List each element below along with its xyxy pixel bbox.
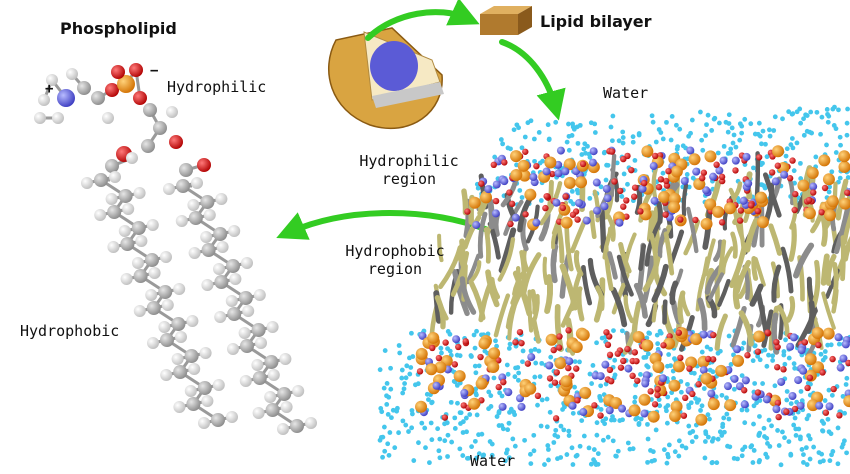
arrow-cell-to-box: [365, 0, 480, 41]
lipid-bilayer-box: [480, 6, 532, 35]
hydrophobic-label: Hydrophobic: [20, 322, 120, 340]
phospholipid-molecule: [34, 63, 317, 435]
hydrophilic-region-line2: region: [381, 170, 437, 188]
phospholipid-title: Phospholipid: [60, 19, 177, 38]
membrane-bilayer-model: [377, 104, 850, 468]
water-bottom-label: Water: [470, 452, 516, 470]
hydrophobic-region-label: Hydrophobic region: [340, 242, 450, 278]
arrow-box-to-bilayer: [499, 39, 566, 121]
hydrophilic-label: Hydrophilic: [167, 78, 267, 96]
cell-cutaway: [328, 27, 444, 130]
arrows: [276, 0, 566, 240]
hydrophobic-region-line1: Hydrophobic: [345, 242, 445, 260]
minus-charge-sign: −: [150, 63, 159, 79]
lipid-bilayer-title: Lipid bilayer: [540, 12, 652, 31]
water-top-label: Water: [603, 84, 649, 102]
hydrophilic-region-line1: Hydrophilic: [359, 152, 459, 170]
hydrophobic-region-line2: region: [367, 260, 423, 278]
hydrophilic-region-label: Hydrophilic region: [354, 152, 464, 188]
plus-charge-sign: +: [45, 81, 54, 97]
arrow-bilayer-to-phospholipid: [276, 210, 491, 240]
